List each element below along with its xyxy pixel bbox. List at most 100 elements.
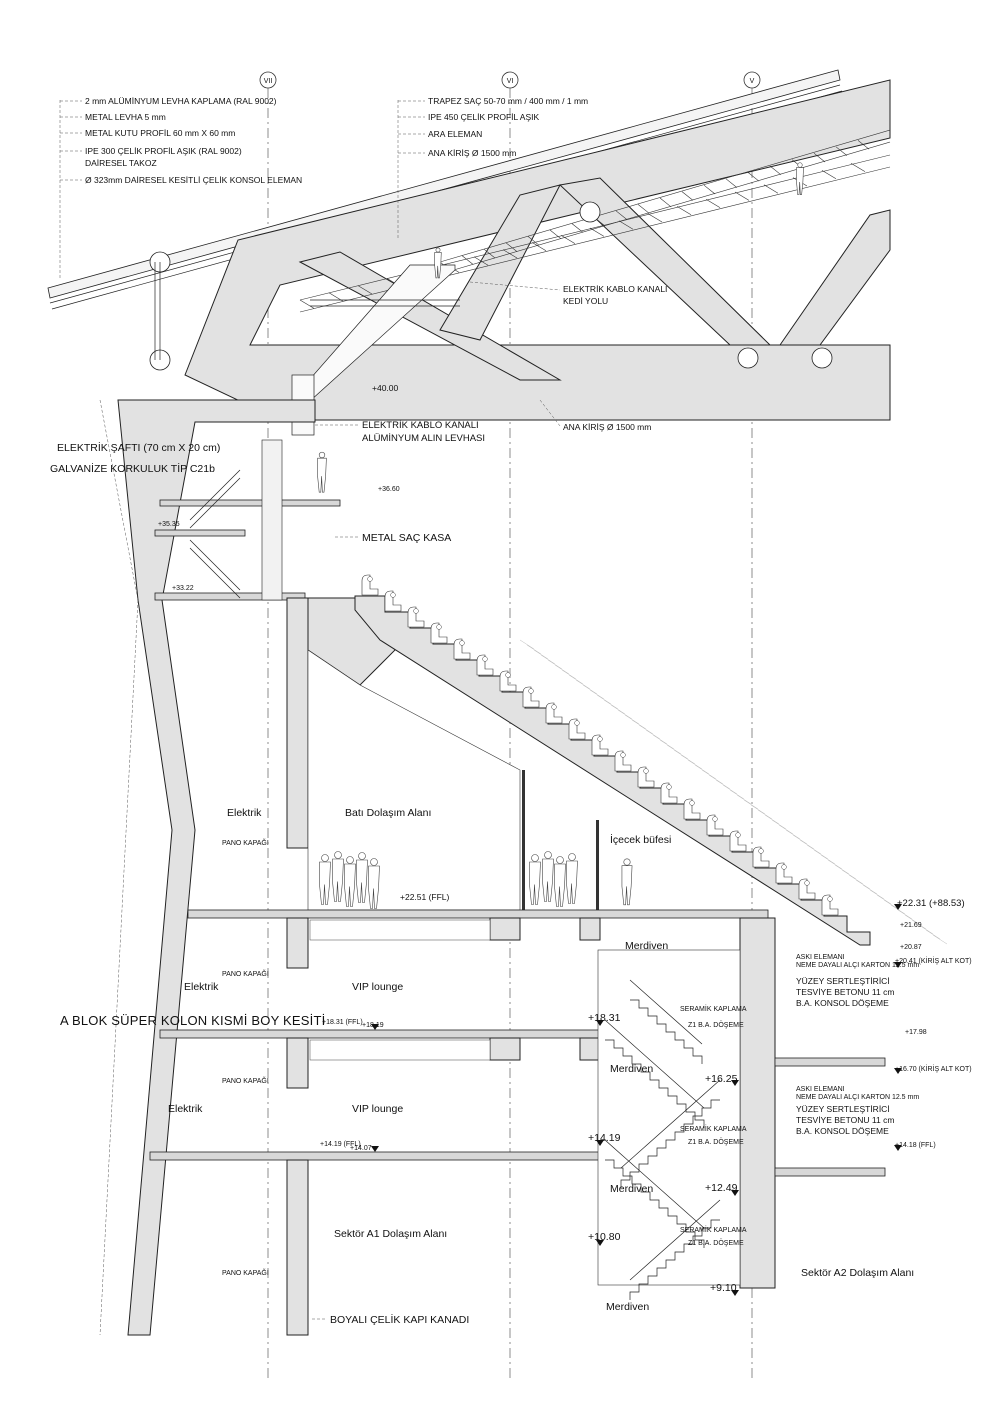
- room-labels: Elektrik Batı Dolaşım Alanı İçecek büfes…: [168, 807, 914, 1313]
- room-elektrik-2: Elektrik: [184, 981, 219, 993]
- elev-1670: +16.70 (KİRİŞ ALT KOT): [895, 1064, 972, 1073]
- label-main-beam: ANA KİRİŞ Ø 1500 mm: [563, 422, 651, 432]
- bati-void: [307, 649, 521, 911]
- label-cable-channel: ELEKTRİK KABLO KANALI: [563, 284, 667, 294]
- super-column: [99, 399, 316, 1336]
- tribune-slab: [354, 595, 871, 946]
- note-trapezoid: TRAPEZ SAÇ 50-70 mm / 400 mm / 1 mm: [428, 96, 588, 106]
- room-merdiven-3: Merdiven: [610, 1183, 653, 1195]
- label-metal-case: METAL SAÇ KASA: [362, 532, 451, 544]
- main-truss: [149, 79, 891, 421]
- label-door-leaf: BOYALI ÇELİK KAPI KANADI: [330, 1313, 469, 1326]
- diagonal-4: [779, 209, 891, 346]
- elev-1831-ffl: +18.31 (FFL): [322, 1019, 363, 1026]
- inner-column-1: [286, 597, 309, 849]
- elev-3535: +35.35: [158, 521, 180, 528]
- note-yuzey-1: YÜZEY SERTLEŞTİRİCİ: [796, 976, 890, 986]
- beam-a: [489, 917, 521, 941]
- pano-4: PANO KAPAĞI: [222, 1268, 269, 1277]
- drop-beam-1: [286, 917, 309, 969]
- elev-2251-ffl: +22.51 (FFL): [400, 892, 450, 902]
- elev-1419-ffl: +14.19 (FFL): [320, 1141, 361, 1148]
- platform-3535: [154, 529, 246, 537]
- note-tesviye-2: TESVİYE BETONU 11 cm: [796, 1115, 894, 1125]
- elev-1407: +14.07: [350, 1145, 372, 1152]
- beam-b: [489, 1037, 521, 1061]
- label-catwalk: KEDİ YOLU: [563, 296, 608, 306]
- elev-2041: +20.41 (KİRİŞ ALT KOT): [895, 956, 972, 965]
- label-electric-shaft: ELEKTRİK ŞAFTI (70 cm X 20 cm): [57, 441, 220, 454]
- room-icecek: İçecek büfesi: [610, 833, 671, 846]
- room-elektrik-top: Elektrik: [227, 807, 262, 819]
- interior: [307, 649, 599, 911]
- axis-label-vi: VI: [507, 78, 514, 85]
- elev-910: +9.10: [710, 1282, 737, 1294]
- note-yuzey-2: YÜZEY SERTLEŞTİRİCİ: [796, 1104, 890, 1114]
- note-nem-1: NEME DAYALI ALÇI KARTON 12.5 mm: [796, 962, 919, 969]
- note-ipe450: IPE 450 ÇELİK PROFİL AŞIK: [428, 112, 540, 122]
- slab-1419: [149, 1151, 601, 1161]
- elev-2169: +21.69: [900, 922, 922, 929]
- label-railing: GALVANİZE KORKULUK TİP C21b: [50, 462, 215, 475]
- note-nem-2: NEME DAYALI ALÇI KARTON 12.5 mm: [796, 1094, 919, 1101]
- note-tesviye-1: TESVİYE BETONU 11 cm: [796, 987, 894, 997]
- drawing-caption: A BLOK SÜPER KOLON KISMİ BOY KESİTİ: [60, 1013, 326, 1028]
- right-wall: [739, 917, 776, 1289]
- truss-labels: ELEKTRİK KABLO KANALI KEDİ YOLU ANA KİRİ…: [315, 281, 667, 444]
- z1-2: Z1 B.A. DÖŞEME: [688, 1138, 744, 1146]
- note-main-beam: ANA KİRİŞ Ø 1500 mm: [428, 148, 516, 158]
- stair-flights: [604, 979, 721, 1300]
- elev-2087: +20.87: [900, 944, 922, 951]
- z1-1: Z1 B.A. DÖŞEME: [688, 1021, 744, 1029]
- room-sektor-a1: Sektör A1 Dolaşım Alanı: [334, 1228, 447, 1240]
- right-notes: ASKI ELEMANI NEME DAYALI ALÇI KARTON 12.…: [796, 954, 919, 1136]
- people: [317, 162, 804, 909]
- note-askı-2: ASKI ELEMANI: [796, 1086, 845, 1093]
- axis-bubble-vii: [259, 71, 277, 89]
- room-merdiven-1: Merdiven: [625, 940, 668, 952]
- note-cantilever: Ø 323mm DAİRESEL KESİTLİ ÇELİK KONSOL EL…: [85, 175, 302, 185]
- note-aluminium-cladding: 2 mm ALÜMİNYUM LEVHA KAPLAMA (RAL 9002): [85, 96, 277, 106]
- elev-1249: +12.49: [705, 1182, 738, 1194]
- note-intermediate: ARA ELEMAN: [428, 129, 482, 139]
- upper-labels: ELEKTRİK ŞAFTI (70 cm X 20 cm) GALVANİZE…: [50, 441, 451, 592]
- axis-bubble-v: [743, 71, 761, 89]
- seat-row-group: [361, 574, 839, 916]
- seramik-3: SERAMİK KAPLAMA: [680, 1225, 747, 1234]
- elev-1419: +14.19: [588, 1132, 621, 1144]
- roof-notes-left: 2 mm ALÜMİNYUM LEVHA KAPLAMA (RAL 9002) …: [59, 96, 302, 280]
- ceiling-panel-2: [309, 1039, 491, 1061]
- electric-shaft: [261, 439, 283, 601]
- slab-2251: [187, 909, 769, 919]
- z1-3: Z1 B.A. DÖŞEME: [688, 1239, 744, 1247]
- console-slab-1: [774, 1057, 886, 1067]
- label-cable-channel-2: ELEKTRİK KABLO KANALI: [362, 420, 479, 431]
- seramik-1: SERAMİK KAPLAMA: [680, 1004, 747, 1013]
- axis-label-v: V: [750, 78, 755, 85]
- floor-slabs: [149, 909, 886, 1336]
- platform-3322: [154, 592, 306, 601]
- label-aluminium-front: ALÜMİNYUM ALIN LEVHASI: [362, 433, 485, 444]
- room-elektrik-3: Elektrik: [168, 1103, 203, 1115]
- note-circular-shim: DAİRESEL TAKOZ: [85, 158, 157, 168]
- stair-core: [597, 949, 741, 1300]
- elevation-40: +40.00: [372, 383, 399, 393]
- room-vip-1: VIP lounge: [352, 981, 403, 993]
- elev-1831: +18.31: [588, 1012, 621, 1024]
- axis-label-vii: VII: [264, 78, 273, 85]
- note-ipe300: IPE 300 ÇELİK PROFİL AŞIK (RAL 9002): [85, 146, 242, 156]
- roof-notes-right: TRAPEZ SAÇ 50-70 mm / 400 mm / 1 mm IPE …: [397, 96, 588, 240]
- room-vip-2: VIP lounge: [352, 1103, 403, 1115]
- elev-1625: +16.25: [705, 1073, 738, 1085]
- drop-beam-2: [286, 1037, 309, 1089]
- axis-bubble-vi: [501, 71, 519, 89]
- seramik-2: SERAMİK KAPLAMA: [680, 1124, 747, 1133]
- platform-3660: [159, 499, 341, 507]
- elev-1080: +10.80: [588, 1231, 621, 1243]
- column-lower: [286, 1159, 309, 1336]
- note-askı-1: ASKI ELEMANI: [796, 954, 845, 961]
- elev-1798: +17.98: [905, 1029, 927, 1036]
- room-bati: Batı Dolaşım Alanı: [345, 807, 431, 819]
- room-merdiven-4: Merdiven: [606, 1301, 649, 1313]
